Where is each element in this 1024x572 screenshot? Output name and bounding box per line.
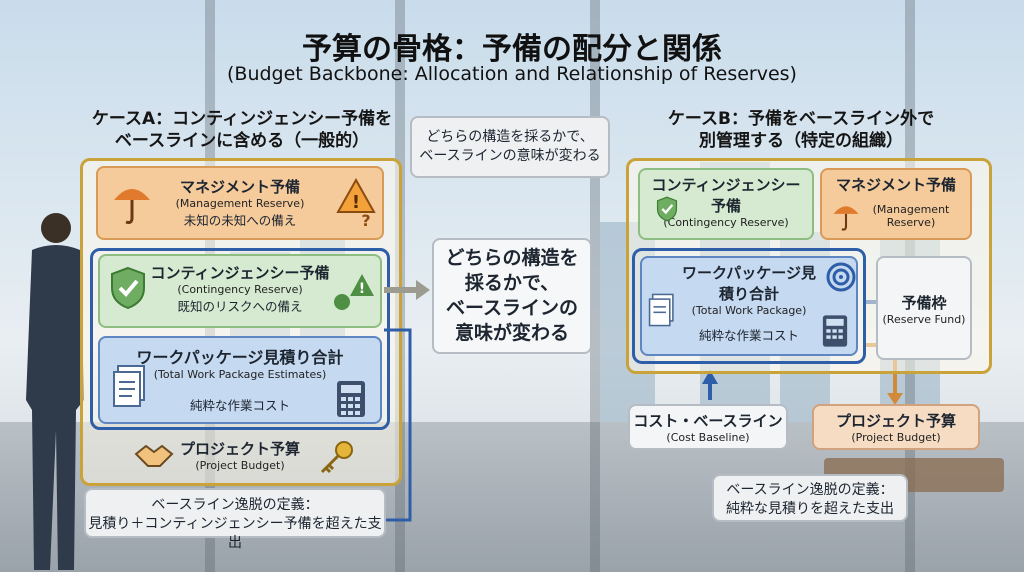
case-b-work-package: ワークパッケージ見 積り合計 (Total Work Package) 純粋な作… [640,256,858,356]
document-icon [648,293,674,327]
case-b-reserve-fund: 予備枠 (Reserve Fund) [876,256,972,360]
case-a-heading: ケースA：コンティンジェンシー予備を ベースラインに含める（一般的） [91,109,393,151]
svg-text:?: ? [361,211,370,228]
case-a-management-reserve: マネジメント予備 (Management Reserve) 未知の未知への備え … [96,166,384,240]
case-b-management-reserve: マネジメント予備 (Management Reserve) [820,168,972,240]
center-note-top: どちらの構造を採るかで、 ベースラインの意味が変わる [410,116,610,178]
page-title: 予算の骨格：予備の配分と関係 [302,32,722,67]
svg-text:!: ! [359,281,365,297]
calculator-icon [822,315,848,347]
case-a-project-budget: プロジェクト予算 (Project Budget) [96,438,384,478]
case-b-project-budget: プロジェクト予算 (Project Budget) [812,404,980,450]
case-b-contingency-reserve: コンティンジェンシー 予備 (Contingency Reserve) [638,168,814,240]
shield-check-icon [656,196,678,222]
case-b-cost-baseline: コスト・ベースライン (Cost Baseline) [628,404,788,450]
case-b-deviation-definition: ベースライン逸脱の定義： 純粋な見積りを超えた支出 [712,474,908,522]
calculator-icon [337,381,365,417]
center-note-main: どちらの構造を 採るかで、 ベースラインの 意味が変わる [432,238,592,354]
case-a-baseline-frame [90,248,390,430]
umbrella-icon [114,189,150,224]
document-icon [113,365,145,407]
handshake-icon [134,444,174,467]
warning-icon: ! ? [336,178,376,228]
case-b-baseline-frame [632,248,866,364]
risk-warning-icon: ! [334,274,374,310]
case-a-deviation-definition: ベースライン逸脱の定義： 見積り＋コンティンジェンシー予備を超えた支出 [84,488,386,551]
key-icon [320,441,353,474]
case-b-heading: ケースB：予備をベースライン外で 別管理する（特定の組織） [667,109,935,151]
businessman-silhouette [26,213,84,570]
target-icon [826,262,856,292]
svg-text:!: ! [352,192,360,213]
case-a-contingency-reserve: コンティンジェンシー予備 (Contingency Reserve) 既知のリス… [98,254,382,328]
case-a-work-package-estimates: ワークパッケージ見積り合計 (Total Work Package Estima… [98,336,382,424]
umbrella-icon [833,206,859,231]
page-subtitle: (Budget Backbone: Allocation and Relatio… [227,63,797,85]
shield-check-icon [111,266,145,310]
